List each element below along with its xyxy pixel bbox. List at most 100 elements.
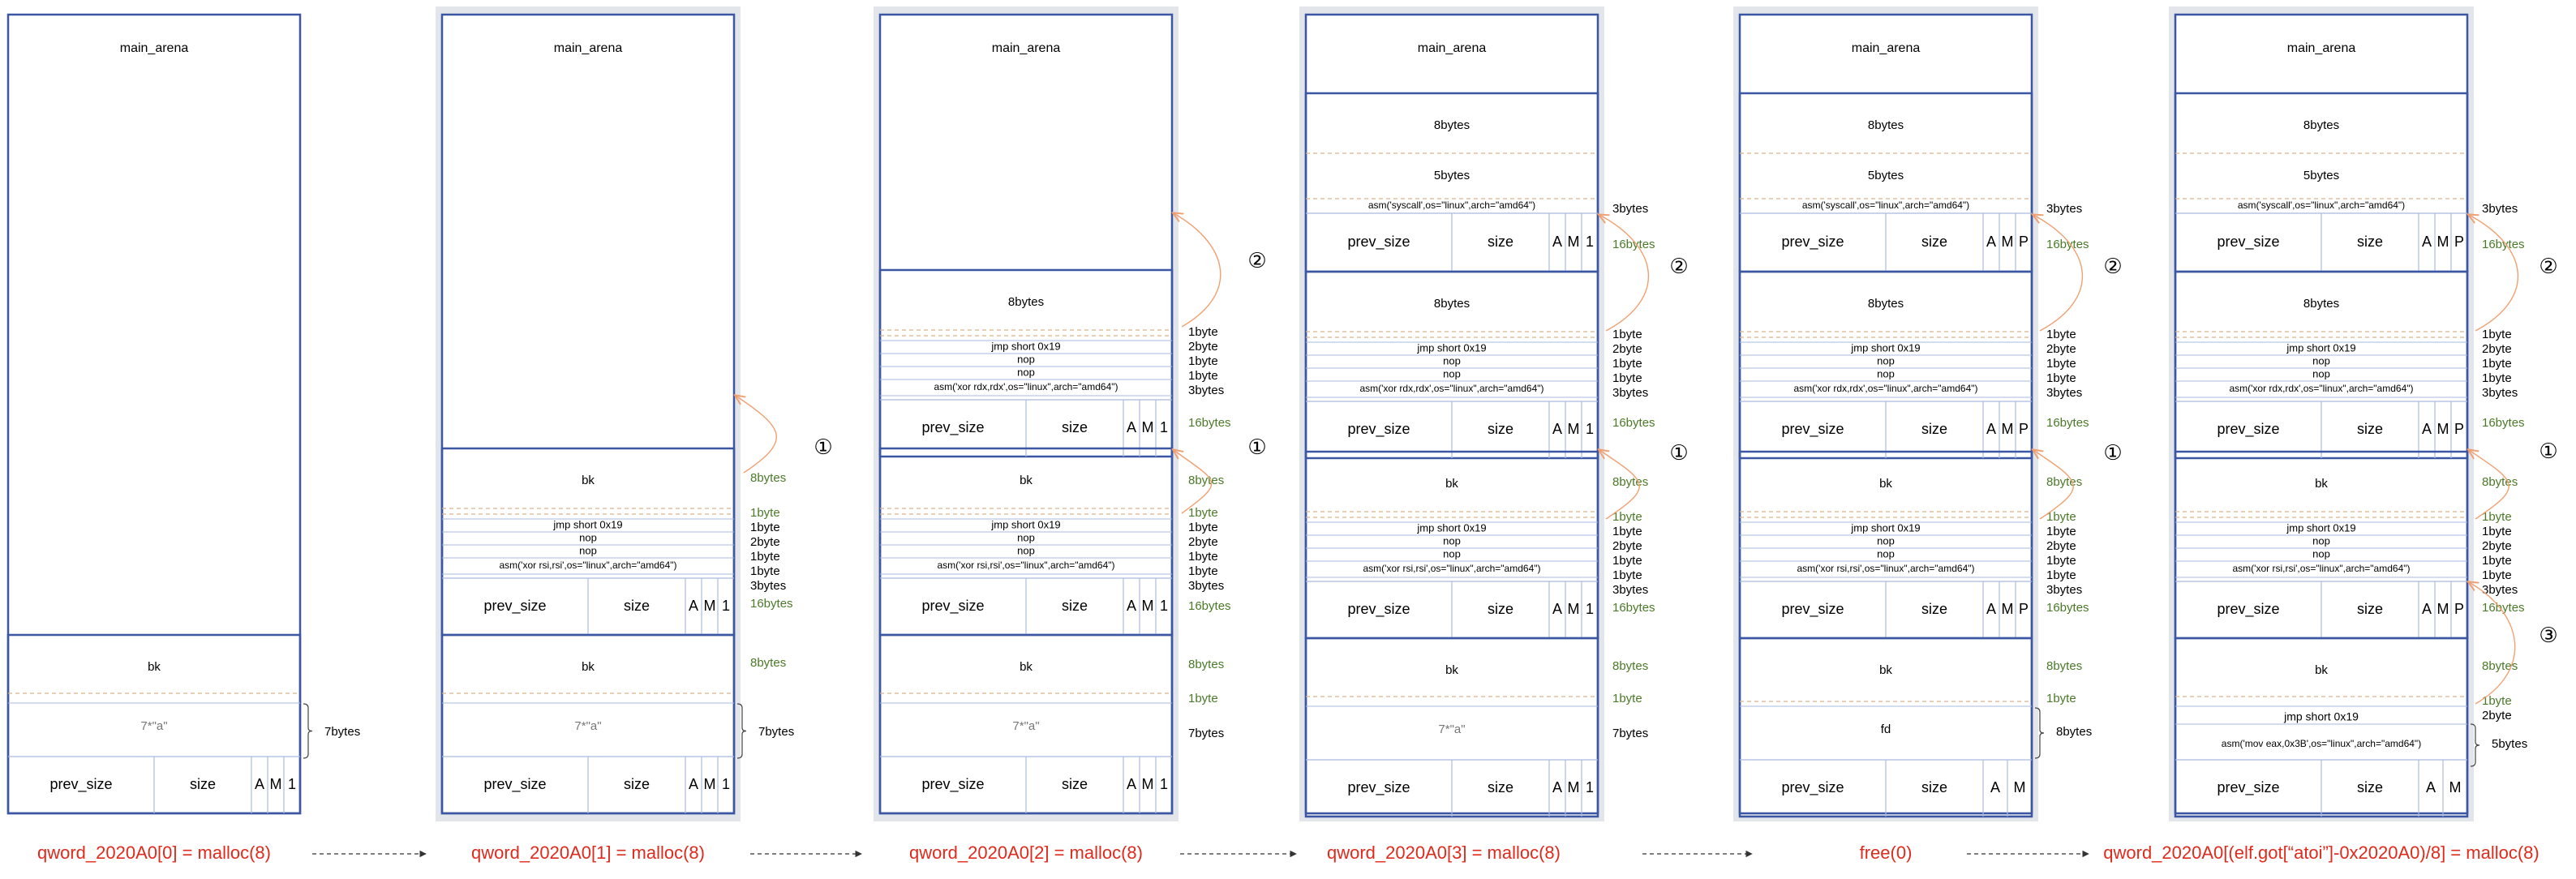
nop-instruction: nop — [1877, 367, 1895, 379]
step-marker: ① — [814, 435, 832, 459]
size-annotation: 8bytes — [750, 471, 786, 485]
nop-instruction: nop — [1877, 534, 1895, 547]
size-label: size — [2357, 601, 2383, 617]
size-annotation: 16bytes — [750, 597, 793, 611]
byte-annotation: 2byte — [2482, 342, 2512, 356]
byte-annotation: 1byte — [1612, 568, 1642, 582]
size-label: size — [2357, 779, 2383, 795]
byte-annotation: 2byte — [2482, 539, 2512, 553]
flag-1: 1 — [722, 776, 730, 792]
chunk-bk-label: 8bytes — [1434, 297, 1470, 311]
asm-instruction: asm('xor rdx,rdx',os="linux",arch="amd64… — [1793, 383, 1977, 394]
asm-instruction: asm('xor rsi,rsi',os="linux",arch="amd64… — [499, 560, 676, 571]
main-arena-label: main_arena — [120, 41, 189, 55]
byte-annotation: 3bytes — [2482, 583, 2518, 597]
size-annotation: 16bytes — [2046, 601, 2089, 615]
size-annotation: 16bytes — [1612, 416, 1655, 430]
flag-m: M — [704, 598, 716, 614]
chunk-bk-label: bk — [2315, 663, 2328, 677]
nop-instruction: nop — [1443, 354, 1461, 367]
padding-label: 7*"a" — [140, 719, 167, 733]
flag-a: A — [1552, 601, 1562, 617]
padding-label: 7*"a" — [1438, 722, 1465, 736]
flag-a: A — [1552, 779, 1562, 795]
flag-1: 1 — [722, 598, 730, 614]
size-annotation: 1byte — [2046, 692, 2076, 705]
nop-instruction: nop — [579, 531, 597, 543]
byte-annotation: 2byte — [1612, 342, 1642, 356]
step-marker: ② — [2539, 254, 2557, 278]
size-annotation: 8bytes — [750, 656, 786, 670]
byte-annotation: 2byte — [1612, 539, 1642, 553]
prev-size-label: prev_size — [49, 776, 112, 793]
size-annotation: 8bytes — [1188, 474, 1224, 487]
nop-instruction: nop — [1877, 354, 1895, 367]
prev-size-label: prev_size — [1347, 601, 1410, 618]
size-annotation: 2byte — [2482, 709, 2512, 722]
nop-instruction: nop — [2312, 534, 2330, 547]
flag-a: A — [1986, 234, 1996, 250]
flag-p: P — [2019, 601, 2029, 617]
size-label: size — [1921, 601, 1947, 617]
asm-instruction: asm('xor rdx,rdx',os="linux",arch="amd64… — [2229, 383, 2413, 394]
flag-1: 1 — [1160, 598, 1168, 614]
size-label: size — [1488, 779, 1513, 795]
chunk-bk-label: bk — [1445, 663, 1458, 677]
padding-label: 7*"a" — [574, 719, 601, 733]
size-annotation: 7bytes — [324, 725, 360, 739]
byte-annotation: 3bytes — [1188, 579, 1224, 593]
size-annotation: 8bytes — [1612, 659, 1648, 673]
asm-instruction: asm('xor rdx,rdx',os="linux",arch="amd64… — [1359, 383, 1543, 394]
flag-m: M — [1142, 419, 1154, 435]
flag-m: M — [2437, 421, 2449, 437]
byte-annotation: 2byte — [1188, 340, 1218, 354]
flag-1: 1 — [1160, 419, 1168, 435]
byte-annotation: 1byte — [750, 550, 780, 564]
byte-annotation: 1byte — [2482, 525, 2512, 538]
chunk-8bytes-label: 8bytes — [1434, 118, 1470, 132]
prev-size-label: prev_size — [1781, 421, 1844, 438]
size-annotation: 7bytes — [1612, 727, 1648, 740]
size-annotation: 16bytes — [2482, 238, 2525, 251]
chunk-bk-label: bk — [148, 660, 161, 674]
flag-a: A — [689, 776, 698, 792]
flag-a: A — [1986, 601, 1996, 617]
main-arena-label: main_arena — [1852, 41, 1921, 55]
pointer-arrow-2 — [1174, 213, 1221, 328]
byte-annotation: 1byte — [2482, 371, 2512, 385]
byte-annotation: 3bytes — [2482, 386, 2518, 400]
flag-1: 1 — [288, 776, 296, 792]
asm-instruction: asm('xor rsi,rsi',os="linux",arch="amd64… — [1363, 563, 1540, 574]
flag-p: P — [2019, 421, 2029, 437]
byte-annotation: 2byte — [1188, 535, 1218, 549]
size-annotation: 1byte — [1188, 506, 1218, 520]
main-arena-label: main_arena — [992, 41, 1061, 55]
chunk-bk-label: bk — [1020, 660, 1033, 674]
prev-size-label: prev_size — [921, 598, 984, 615]
nop-instruction: nop — [1443, 547, 1461, 560]
flag-m: M — [1568, 601, 1580, 617]
brace — [2034, 707, 2045, 759]
flag-m: M — [1568, 421, 1580, 437]
jmp-instruction: jmp short 0x19 — [1416, 341, 1486, 354]
flag-m: M — [270, 776, 282, 792]
prev-size-label: prev_size — [1347, 234, 1410, 251]
byte-annotation: 1byte — [1188, 354, 1218, 368]
flag-p: P — [2454, 234, 2464, 250]
size-annotation: 1byte — [2482, 694, 2512, 708]
flag-a: A — [1990, 779, 2000, 795]
byte-annotation: 1byte — [2046, 554, 2076, 568]
jmp-instruction: jmp short 0x19 — [1850, 341, 1920, 354]
pointer-arrow-1 — [1174, 450, 1213, 514]
flag-a: A — [255, 776, 264, 792]
byte-annotation: 1byte — [1612, 554, 1642, 568]
size-label: size — [1921, 779, 1947, 795]
size-annotation: 1byte — [1188, 692, 1218, 705]
nop-instruction: nop — [1877, 547, 1895, 560]
byte-annotation: 1byte — [2046, 525, 2076, 538]
prev-size-label: prev_size — [483, 776, 546, 793]
step-marker: ② — [2103, 254, 2122, 278]
flag-m: M — [2014, 779, 2026, 795]
flag-1: 1 — [1586, 421, 1594, 437]
nop-instruction: nop — [1443, 534, 1461, 547]
